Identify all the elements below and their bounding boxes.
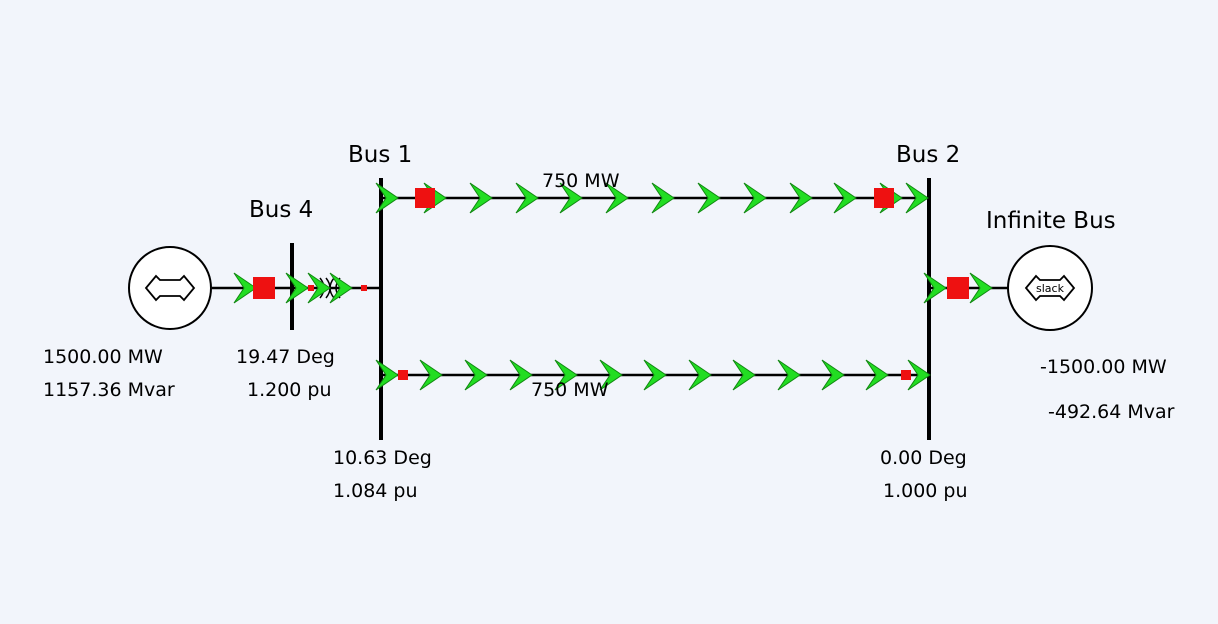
flow-arrow-bottom [464,359,488,391]
bus4-voltage: 1.200 pu [247,379,332,401]
bus2-name: Bus 2 [896,142,961,168]
flow-arrow-infinite [923,272,947,304]
flow-arrow-top [651,182,675,214]
flow-arrow-bottom [419,359,443,391]
line-bottom-flow: 750 MW [531,379,609,401]
flow-arrow-bottom [375,359,399,391]
flow-arrow-gen [329,272,353,304]
breaker-infinite[interactable] [947,277,969,299]
slack-label: slack [1036,282,1065,295]
flow-arrow-top [905,182,929,214]
generator-icon[interactable] [128,246,212,330]
line-top-flow: 750 MW [542,170,620,192]
breaker-xfmr-bus4[interactable] [308,285,314,291]
flow-arrow-top [697,182,721,214]
flow-arrow-gen [233,272,257,304]
breaker-bottom-bus1[interactable] [398,370,408,380]
flow-arrow-top [515,182,539,214]
infinite-bus-mw: -1500.00 MW [1040,356,1167,378]
bus2-voltage: 1.000 pu [883,480,968,502]
flow-arrow-bottom [643,359,667,391]
breaker-xfmr-bus1[interactable] [361,285,367,291]
flow-arrow-bottom [732,359,756,391]
flow-arrow-bottom [599,359,623,391]
infinite-bus-mvar: -492.64 Mvar [1048,401,1175,423]
breaker-top-bus2[interactable] [874,188,894,208]
slack-generator-icon[interactable]: slack [1007,245,1093,331]
breaker-top-bus1[interactable] [415,188,435,208]
flow-arrow-gen [307,272,331,304]
flow-arrow-gen [285,272,309,304]
flow-arrow-top [743,182,767,214]
flow-arrow-top [605,182,629,214]
flow-arrow-bottom [777,359,801,391]
breaker-bottom-bus2[interactable] [901,370,911,380]
flow-arrow-top [469,182,493,214]
flow-arrow-bottom [865,359,889,391]
flow-arrow-top [559,182,583,214]
bus1-voltage: 1.084 pu [333,480,418,502]
bus1-angle: 10.63 Deg [333,447,432,469]
flow-arrow-top [375,182,399,214]
generator-mvar: 1157.36 Mvar [43,379,175,401]
flow-arrow-bottom [907,359,931,391]
bus2-angle: 0.00 Deg [880,447,967,469]
flow-arrow-bottom [688,359,712,391]
infinite-bus-name: Infinite Bus [986,208,1116,234]
flow-arrow-bottom [509,359,533,391]
flow-arrow-bottom [554,359,578,391]
generator-mw: 1500.00 MW [43,346,163,368]
flow-arrow-top [833,182,857,214]
flow-arrow-top [789,182,813,214]
bus1-name: Bus 1 [348,142,413,168]
flow-arrow-infinite [969,272,993,304]
breaker-gen[interactable] [253,277,275,299]
bus4-name: Bus 4 [249,197,314,223]
flow-arrow-bottom [821,359,845,391]
bus4-angle: 19.47 Deg [236,346,335,368]
